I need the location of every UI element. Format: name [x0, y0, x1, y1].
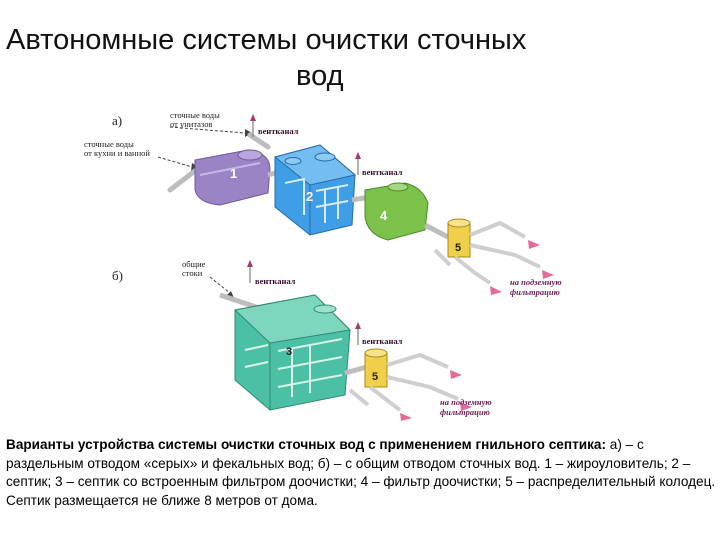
a-inlet-toilet-line2: от унитазов	[170, 119, 213, 129]
b-vent-1-label: вентканал	[255, 276, 296, 286]
label-2: 2	[306, 189, 313, 204]
figure-caption: Варианты устройства системы очистки сточ…	[6, 436, 718, 510]
septic-tank-3: 3	[233, 294, 352, 411]
a-inlet-toilet-line1: сточные воды	[170, 110, 220, 120]
septic-diagram: а) сточные воды от унитазов сточные воды…	[70, 105, 640, 425]
septic-tank-2: 2	[273, 144, 357, 236]
label-1: 1	[230, 166, 237, 181]
b-distribution-well-5: 5	[364, 348, 388, 388]
label-3: 3	[286, 346, 292, 358]
title-line-2: вод	[296, 60, 344, 92]
b-vent-1: вентканал	[247, 260, 296, 286]
b-vent-2: вентканал	[355, 322, 403, 346]
a-label-5: 5	[455, 242, 461, 254]
b-inlet-line1: общие	[182, 259, 206, 269]
filter-4: 4	[364, 182, 429, 241]
b-filtration-line2: фильтрацию	[440, 407, 490, 417]
page-title: Автономные системы очистки сточных вод	[6, 22, 666, 94]
section-b-label: б)	[112, 268, 123, 283]
b-label-5: 5	[372, 371, 378, 383]
a-filtration-line2: фильтрацию	[510, 287, 560, 297]
grease-trap-1: 1	[194, 149, 271, 206]
a-vent-1: вентканал	[250, 114, 299, 137]
a-inlet-arrows	[157, 126, 246, 168]
a-distribution-well-5: 5	[447, 218, 471, 258]
caption-bold: Варианты устройства системы очистки сточ…	[6, 437, 606, 452]
label-4: 4	[380, 208, 388, 223]
a-inlet-grey-line2: от кухни и ванной	[84, 148, 150, 158]
a-inlet-grey-line1: сточные воды	[84, 139, 134, 149]
b-vent-2-label: вентканал	[362, 336, 403, 346]
caption-last-line: Септик размещается не ближе 8 метров от …	[6, 492, 318, 508]
caption-text: а) – с раздельным отводом «серых» и фека…	[6, 437, 716, 489]
b-inlet-line2: стоки	[182, 268, 203, 278]
section-a-label: а)	[112, 113, 122, 128]
a-vent-2-label: вентканал	[362, 167, 403, 177]
a-vent-2: вентканал	[355, 152, 403, 177]
a-filtration-line1: на подземную	[510, 277, 562, 287]
a-vent-1-label: вентканал	[258, 126, 299, 136]
b-filtration-line1: на подземную	[440, 397, 492, 407]
title-line-1: Автономные системы очистки сточных	[6, 24, 527, 56]
